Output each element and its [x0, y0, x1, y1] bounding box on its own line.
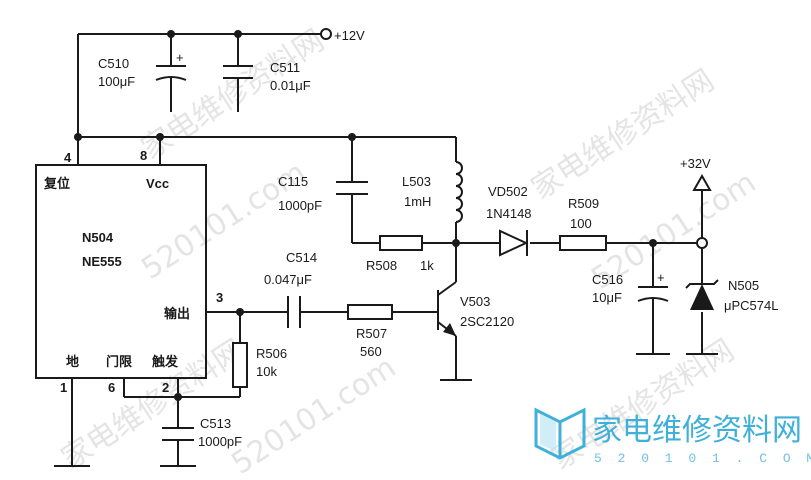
pin-trig-number: 2 [162, 380, 169, 395]
r507-value: 560 [360, 344, 382, 359]
c513-ref: C513 [200, 416, 231, 431]
watermark-url: 520101.com [225, 350, 402, 480]
vd502-value: 1N4148 [486, 206, 532, 221]
supply-32v-arrow: +32V [680, 156, 712, 191]
supply-32v-label: +32V [680, 156, 711, 171]
pin-vcc-label: Vcc [146, 176, 169, 191]
regulator-n505: N505 μPC574L [685, 278, 778, 313]
terminal-12v [320, 28, 332, 40]
c510-ref: C510 [98, 56, 129, 71]
vd502-ref: VD502 [488, 184, 528, 199]
pin-out-label: 输出 [164, 306, 190, 321]
c510-value: 100μF [98, 74, 135, 89]
resistor-r508: R508 1k [366, 235, 434, 273]
l503-value: 1mH [404, 194, 431, 209]
pin-trig-label: 触发 [151, 354, 179, 369]
n505-value: μPC574L [724, 298, 778, 313]
r508-value: 1k [420, 258, 434, 273]
supply-12v-label: +12V [334, 28, 365, 43]
r509-ref: R509 [568, 196, 599, 211]
r508-ref: R508 [366, 258, 397, 273]
inductor-l503: L503 1mH [402, 161, 463, 223]
c514-ref: C514 [286, 250, 317, 265]
c514-value: 0.047μF [264, 272, 312, 287]
logo-title: 家电维修资料网 [592, 413, 802, 448]
diode-vd502: VD502 1N4148 [486, 184, 532, 257]
ic-part: NE555 [82, 254, 122, 269]
transistor-v503: V503 2SC2120 [437, 290, 514, 336]
pin-vcc-number: 8 [140, 148, 147, 163]
capacitor-c513: C513 1000pF [162, 416, 242, 449]
watermarks: 家电维修资料网 520101.com 家电维修资料网 520101.com 家电… [55, 23, 762, 480]
ic-ref: N504 [82, 230, 114, 245]
capacitor-c511: C511 0.01μF [223, 60, 311, 93]
site-logo: 家电维修资料网 5 2 0 1 0 1 . C O M [534, 407, 811, 466]
c510-plus: + [176, 50, 184, 65]
c516-value: 10μF [592, 290, 622, 305]
capacitor-c514: C514 0.047μF [264, 250, 317, 328]
r506-ref: R506 [256, 346, 287, 361]
capacitor-c115: C115 1000pF [278, 174, 368, 213]
l503-ref: L503 [402, 174, 431, 189]
r509-value: 100 [570, 216, 592, 231]
n505-ref: N505 [728, 278, 759, 293]
c115-value: 1000pF [278, 198, 322, 213]
v503-value: 2SC2120 [460, 314, 514, 329]
r507-ref: R507 [356, 326, 387, 341]
pin-reset-number: 4 [64, 150, 72, 165]
capacitor-c516: + C516 10μF [592, 270, 669, 305]
logo-url: 5 2 0 1 0 1 . C O M [594, 451, 811, 466]
watermark-cn: 家电维修资料网 [135, 23, 330, 167]
pin-out-number: 3 [216, 290, 223, 305]
resistor-r509: R509 100 [559, 196, 607, 251]
c511-ref: C511 [270, 60, 300, 75]
c511-value: 0.01μF [270, 78, 311, 93]
resistor-r506: R506 10k [232, 342, 287, 388]
c115-ref: C115 [278, 174, 308, 189]
book-icon [534, 407, 586, 460]
c516-ref: C516 [592, 272, 623, 287]
capacitor-c510: + C510 100μF [98, 50, 187, 89]
junctions [74, 28, 708, 401]
pin-gnd-label: 地 [66, 354, 79, 369]
watermark-cn: 家电维修资料网 [525, 63, 720, 207]
r506-value: 10k [256, 364, 277, 379]
pin-thresh-label: 门限 [106, 354, 133, 369]
c513-value: 1000pF [198, 434, 242, 449]
pin-thresh-number: 6 [108, 380, 115, 395]
c516-plus: + [657, 270, 665, 285]
pin-gnd-number: 1 [60, 380, 67, 395]
resistor-r507: R507 560 [347, 304, 393, 359]
v503-ref: V503 [460, 294, 490, 309]
ic-ne555: 4 8 复位 Vcc N504 NE555 输出 3 地 门限 触发 1 6 2 [35, 148, 223, 395]
terminal-out [696, 237, 708, 249]
pin-reset-label: 复位 [43, 176, 70, 191]
